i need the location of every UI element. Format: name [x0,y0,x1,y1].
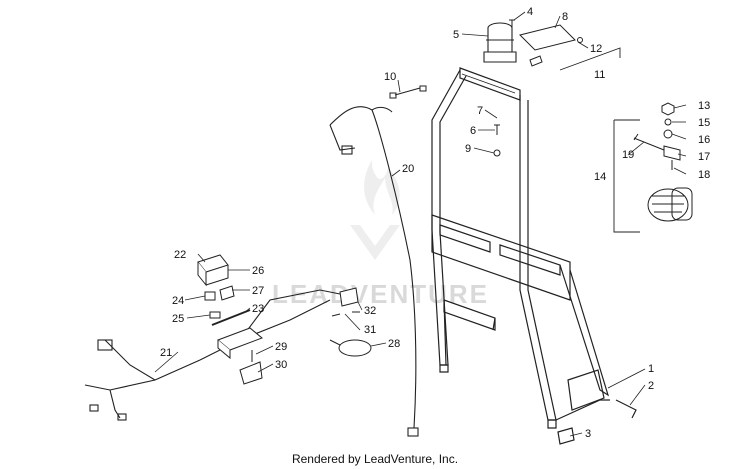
callout-19: 19 [622,149,634,161]
callout-5: 5 [453,29,459,41]
jumper-wire-10 [389,85,427,99]
footer-credit: Rendered by LeadVenture, Inc. [291,452,459,466]
callout-4: 4 [527,6,533,18]
callout-7: 7 [477,105,483,117]
callout-22: 22 [174,249,186,261]
bracket-29-30 [239,350,263,385]
callout-28: 28 [388,338,400,350]
callout-11: 11 [594,69,605,81]
callout-25: 25 [172,313,184,325]
callout-20: 20 [402,163,414,175]
callout-21: 21 [160,347,172,359]
watermark-text: LEADVENTURE [272,279,489,309]
beacon-light [483,22,517,63]
callout-10: 10 [384,71,396,83]
group-brackets [559,47,640,233]
callout-15: 15 [698,117,710,129]
callout-14: 14 [594,171,606,183]
callout-17: 17 [698,151,710,163]
callout-18: 18 [698,169,710,181]
wire-harness-21 [84,289,346,421]
wire-harness-20 [329,106,419,437]
callout-27: 27 [252,285,264,297]
callout-30: 30 [275,359,287,371]
callout-3: 3 [585,428,591,440]
callout-13: 13 [698,100,710,112]
callout-6: 6 [470,125,476,137]
callout-labels: 1 2 3 4 5 6 7 8 9 10 11 12 13 14 15 16 1… [160,6,710,440]
relay-box [197,254,229,287]
frame-assembly [431,67,610,429]
bracket-hardware [509,19,583,67]
callout-24: 24 [172,295,184,307]
callout-8: 8 [562,11,568,23]
callout-32: 32 [364,305,376,317]
callout-29: 29 [275,341,287,353]
callout-2: 2 [648,380,654,392]
callout-12: 12 [590,43,602,55]
callout-1: 1 [648,363,654,375]
callout-31: 31 [364,324,376,336]
pin-and-clip [557,399,637,445]
callout-9: 9 [465,143,471,155]
small-components [204,285,251,326]
light-28 [329,339,372,357]
work-light-assembly [633,102,693,222]
fuse-block [217,327,263,360]
leader-lines [154,11,687,437]
watermark-logo [350,160,400,260]
callout-23: 23 [252,303,264,315]
callout-26: 26 [252,265,264,277]
callout-16: 16 [698,134,710,146]
